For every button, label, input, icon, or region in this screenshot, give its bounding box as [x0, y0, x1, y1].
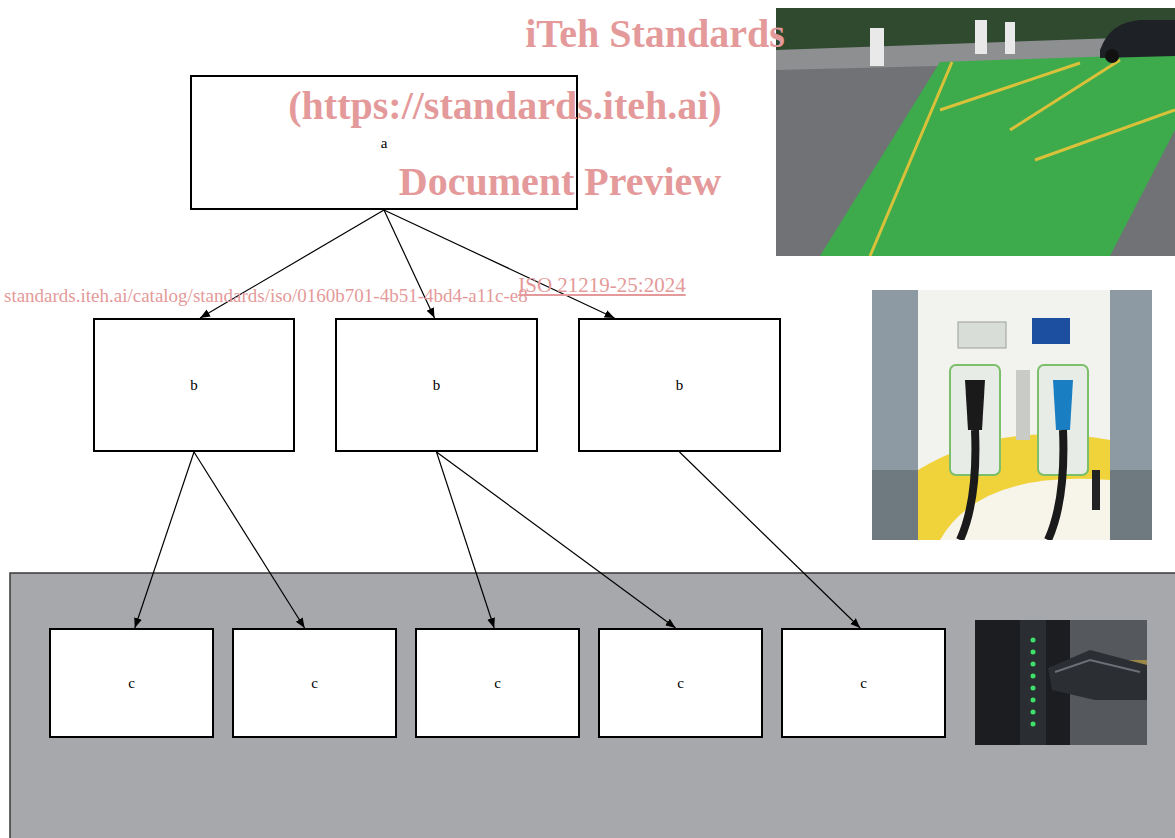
top-box: a [190, 75, 578, 210]
middle-box: b [93, 318, 295, 452]
box-label: c [494, 674, 501, 692]
bottom-box: c [781, 628, 946, 738]
bottom-box: c [232, 628, 397, 738]
box-label: a [381, 134, 388, 152]
box-label: b [190, 376, 198, 394]
middle-box: b [578, 318, 781, 452]
box-label: b [433, 376, 441, 394]
arrow-connector [384, 210, 615, 318]
bottom-box: c [598, 628, 763, 738]
arrow-connector [437, 452, 495, 628]
bottom-box: c [415, 628, 580, 738]
box-label: c [311, 674, 318, 692]
middle-box: b [335, 318, 538, 452]
watermark-catalog-url: standards.iteh.ai/catalog/standards/iso/… [4, 286, 528, 307]
arrow-connector [194, 452, 305, 628]
box-label: c [128, 674, 135, 692]
bottom-box: c [49, 628, 214, 738]
arrow-connector [135, 452, 194, 628]
arrow-connector [200, 210, 384, 318]
parking-photo [776, 8, 1175, 256]
arrow-connector [384, 210, 434, 318]
charger-photo [872, 290, 1152, 540]
box-label: c [677, 674, 684, 692]
arrow-connector [680, 452, 861, 628]
box-label: c [860, 674, 867, 692]
grey-band [10, 573, 1175, 838]
watermark-title: iTeh Standards [525, 12, 785, 56]
arrow-connector [437, 452, 676, 628]
box-label: b [676, 376, 684, 394]
watermark-standard-number: ISO 21219-25:2024 [518, 274, 685, 297]
plug-photo [975, 620, 1147, 745]
